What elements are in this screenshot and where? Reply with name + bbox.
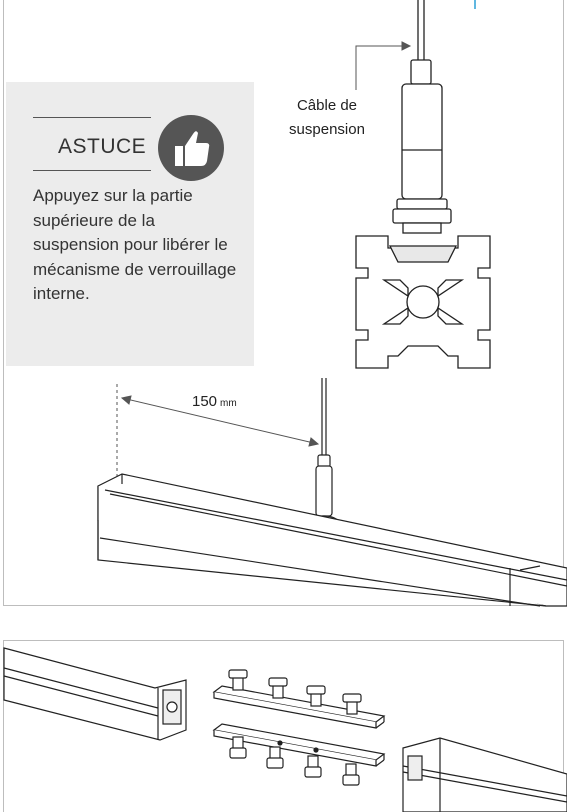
cable-pointer	[355, 41, 412, 90]
profile-cross-section	[355, 235, 491, 369]
tip-rule-bottom	[33, 170, 151, 171]
left-profile	[3, 647, 187, 741]
distance-value: 150	[192, 393, 218, 410]
tip-title: ASTUCE	[58, 135, 147, 158]
suspension-detail	[392, 0, 452, 234]
thumbs-up-icon	[158, 115, 224, 181]
tip-rule-top	[33, 117, 151, 118]
right-profile	[402, 737, 567, 812]
tip-text: Appuyez sur la partie supérieure de la s…	[33, 186, 237, 303]
distance-unit: mm	[220, 398, 237, 409]
bolt-set-upper	[228, 669, 362, 715]
bolt-set-lower	[229, 736, 360, 786]
cable-label: Câble de suspension	[289, 97, 365, 138]
distance-dimension	[116, 384, 320, 478]
rail-perspective	[97, 378, 567, 607]
connector-plates	[212, 669, 386, 786]
